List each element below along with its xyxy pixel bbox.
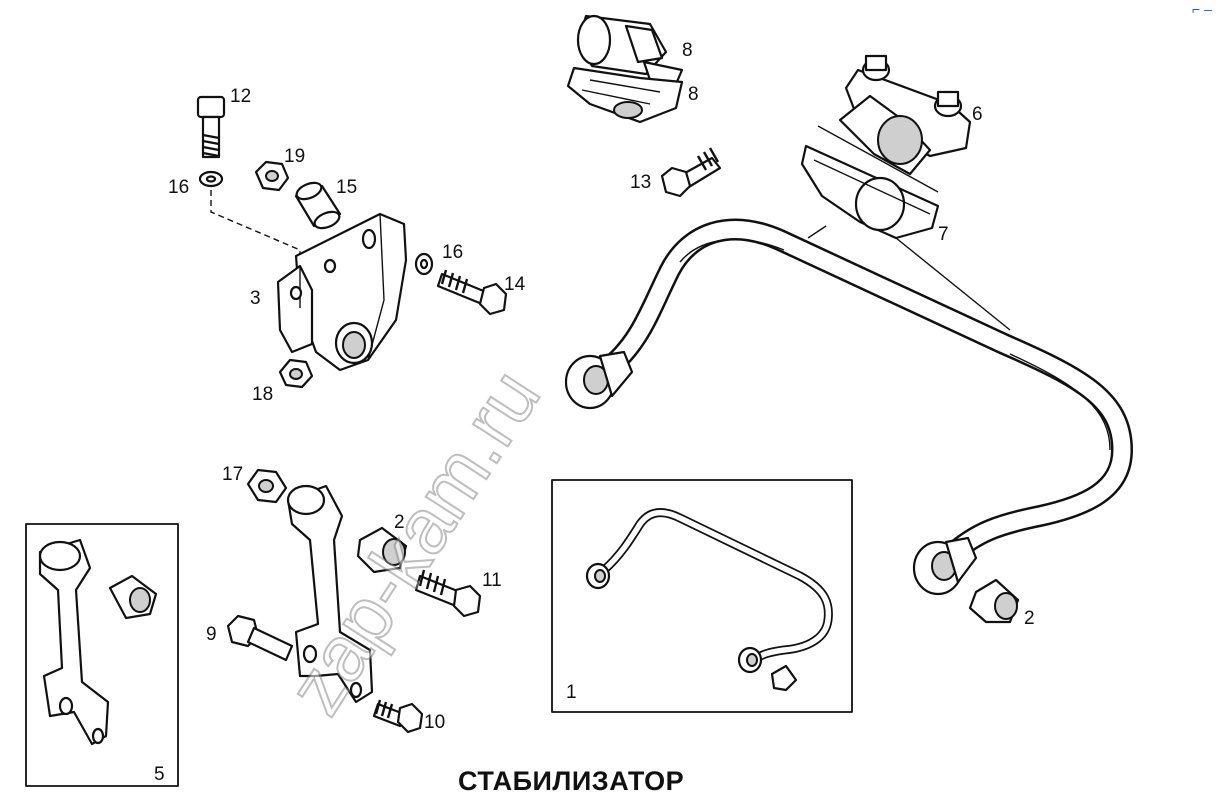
part-2-bushing-right [968,578,1020,624]
callout-2-right: 2 [1024,608,1035,629]
part-15-bushing [294,181,342,230]
part-8-cushion [566,14,684,124]
callout-3: 3 [250,288,261,309]
callout-10: 10 [424,712,445,733]
part-16-washer-right [414,252,434,276]
callout-12: 12 [230,86,251,107]
callout-2-left: 2 [394,512,405,533]
assembly-line-12-3 [210,190,301,262]
part-3-bracket [276,212,408,372]
part-18-nut [278,358,314,389]
leader-bar-mount [807,225,827,239]
callout-9: 9 [206,624,217,645]
callout-7: 7 [938,224,949,245]
inset-5-link-view [25,523,179,787]
leader-7 [895,237,1011,331]
part-17-nut [246,468,288,504]
callout-5: 5 [154,764,165,785]
part-19-nut [254,160,290,192]
part-7-cushion [800,144,940,240]
callout-16-left: 16 [168,177,189,198]
part-10-bolt [372,699,424,734]
callout-18: 18 [252,384,273,405]
callout-17: 17 [222,464,243,485]
diagram-title: СТАБИЛИЗАТОР [458,766,684,796]
stabilizer-bar [564,218,1133,596]
part-6-clamp [817,54,972,193]
callout-16-right: 16 [442,242,463,263]
callout-11: 11 [482,570,502,591]
callout-1: 1 [566,682,577,703]
part-2-bushing-left [356,526,408,574]
part-13-bolt [660,147,722,198]
callout-6: 6 [972,104,983,125]
stabilizer-link [286,484,374,704]
part-11-bolt [414,569,482,618]
callout-8-top: 8 [682,40,693,61]
inset-1-bar-view [551,479,853,713]
part-16-washer-left [198,170,224,188]
callout-13: 13 [630,172,651,193]
callout-8-bottom: 8 [688,84,699,105]
part-12-bolt [196,95,226,159]
corner-mark: ⌐ ‒ [1192,1,1212,17]
part-14-bolt [436,269,508,316]
callout-19: 19 [284,146,305,167]
callout-15: 15 [336,177,357,198]
callout-14: 14 [504,274,526,295]
part-9-bolt [226,614,294,662]
